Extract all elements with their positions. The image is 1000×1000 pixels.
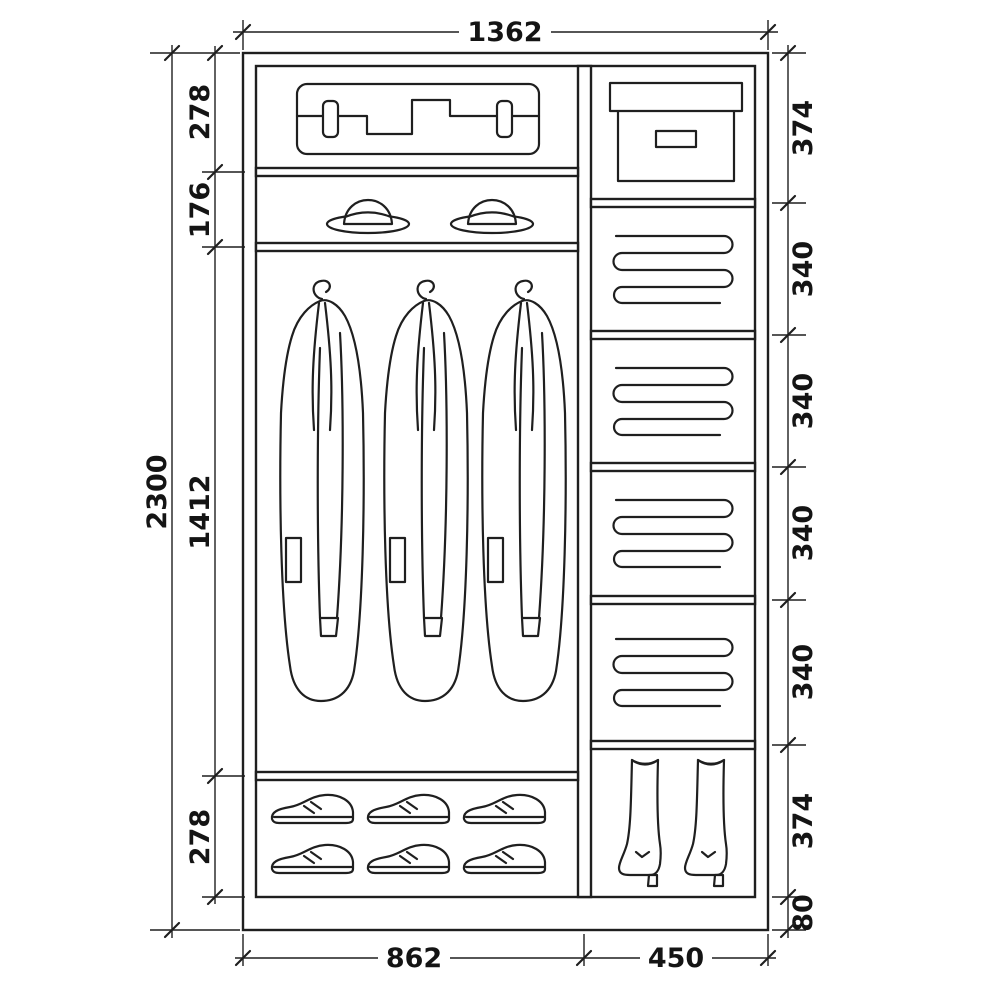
- suitcase-icon: [295, 82, 541, 156]
- suitcase-seam: [295, 98, 541, 136]
- dim-left-section-1: 278: [185, 84, 216, 140]
- dim-right-section-4: 340: [788, 505, 819, 561]
- dimension-lines: [171, 31, 789, 959]
- dim-bottom-left-width-label: 862: [386, 943, 442, 974]
- dim-right-section-2-label: 340: [788, 241, 819, 297]
- suitcase-clasp-left: [321, 99, 340, 139]
- tick-marks: [163, 23, 797, 967]
- box-lid: [608, 81, 744, 113]
- dim-overall-width-label: 1362: [467, 17, 542, 48]
- box-handle-slot: [654, 129, 698, 149]
- hanging-coats: [279, 279, 567, 703]
- right-shelf-5: [589, 739, 757, 751]
- dim-bottom-right-width: 450: [640, 943, 712, 974]
- left-shelf-1: [254, 166, 580, 178]
- dim-overall-width: 1362: [459, 17, 551, 48]
- right-shelf-1: [589, 197, 757, 209]
- dim-right-section-5-label: 340: [788, 644, 819, 700]
- dim-right-section-2: 340: [788, 241, 819, 297]
- dim-left-section-4-label: 278: [185, 809, 216, 865]
- dim-bottom-left-width: 862: [378, 943, 450, 974]
- coat-icon: [279, 279, 365, 703]
- dim-overall-height-label: 2300: [142, 454, 173, 529]
- dim-right-section-1-label: 374: [788, 100, 819, 156]
- left-shelf-3: [254, 770, 580, 782]
- coat-icon: [481, 279, 567, 703]
- dim-left-section-2: 176: [185, 182, 216, 238]
- dim-left-section-3-label: 1412: [185, 474, 216, 549]
- dim-right-section-3: 340: [788, 373, 819, 429]
- right-shelf-2: [589, 329, 757, 341]
- coat-icon: [383, 279, 469, 703]
- dim-right-section-4-label: 340: [788, 505, 819, 561]
- right-shelf-4: [589, 594, 757, 606]
- right-shelf-3: [589, 461, 757, 473]
- dim-overall-height: 2300: [142, 454, 173, 529]
- storage-box-icon: [608, 81, 744, 183]
- dim-right-section-5: 340: [788, 644, 819, 700]
- dim-bottom-right-width-label: 450: [648, 943, 704, 974]
- dim-left-section-4: 278: [185, 809, 216, 865]
- suitcase-body: [295, 82, 541, 156]
- dim-left-section-3: 1412: [185, 474, 216, 549]
- dim-right-section-6: 374: [788, 793, 819, 849]
- dim-left-section-1-label: 278: [185, 84, 216, 140]
- dim-right-section-6-label: 374: [788, 793, 819, 849]
- dim-left-section-2-label: 176: [185, 182, 216, 238]
- suitcase-clasp-right: [495, 99, 514, 139]
- dim-right-section-3-label: 340: [788, 373, 819, 429]
- dim-right-section-1: 374: [788, 100, 819, 156]
- vertical-divider: [576, 64, 593, 899]
- left-shelf-2: [254, 241, 580, 253]
